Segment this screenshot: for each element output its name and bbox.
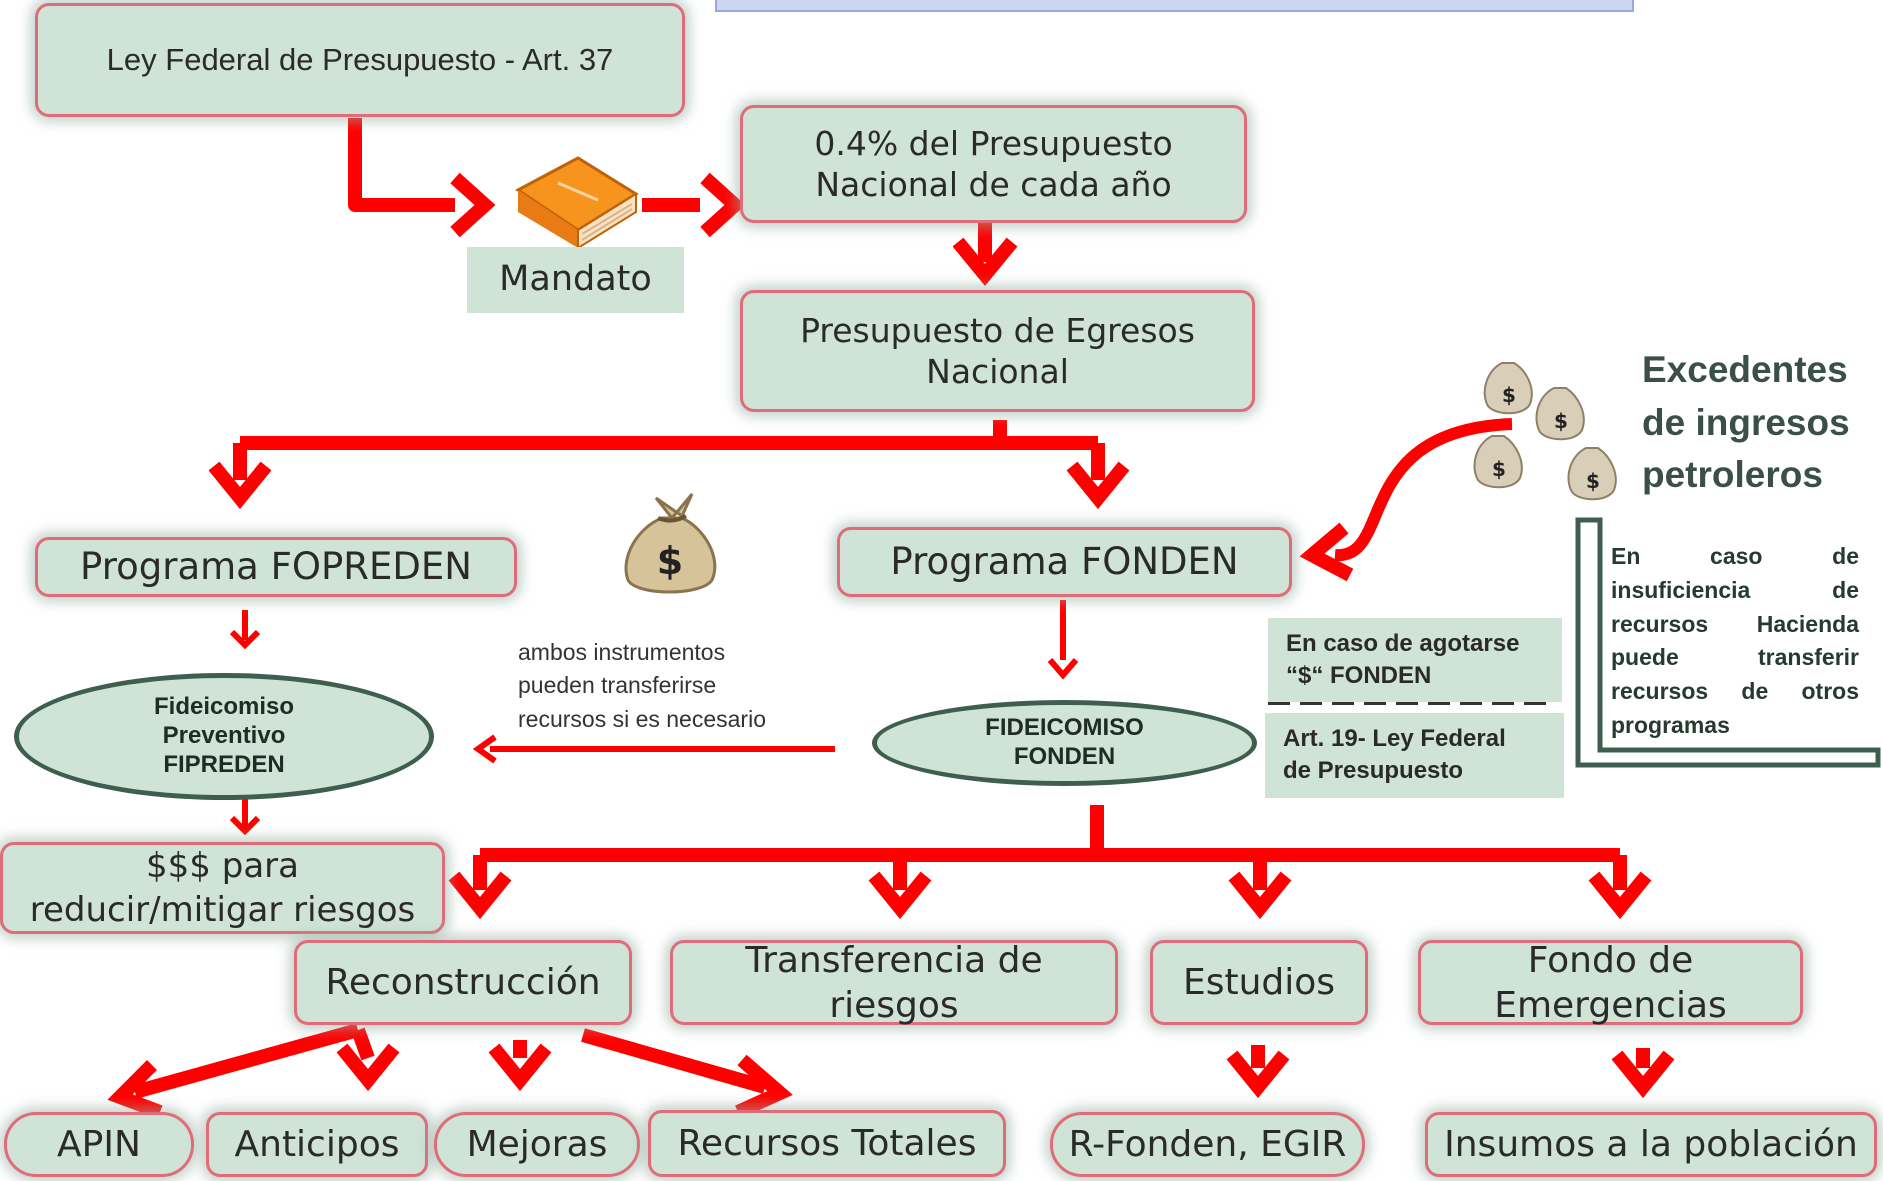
transfer-note: ambos instrumentos pueden transferirse r… xyxy=(518,639,766,732)
egresos-box: Presupuesto de Egresos Nacional xyxy=(740,290,1255,412)
excedentes-label: Excedentes de ingresos petroleros xyxy=(1642,349,1850,496)
rfonden-egir-box: R-Fonden, EGIR xyxy=(1050,1112,1365,1177)
arrowhead-fonden-program xyxy=(1047,658,1079,680)
fonden-program-box: Programa FONDEN xyxy=(837,527,1292,597)
arrow-fonden-to-fideicomiso xyxy=(473,805,1627,890)
arrowhead-fonden xyxy=(1066,461,1130,510)
arrow-egresos-split xyxy=(233,420,1105,480)
arrowhead-fipreden-small xyxy=(229,815,261,836)
ley-federal-box: Ley Federal de Presupuesto - Art. 37 xyxy=(35,3,685,117)
arrowhead-transfer-left xyxy=(472,734,497,764)
money-bags-cluster-icon: $ $ $ $ xyxy=(1462,348,1642,508)
fonden-trust-oval: FIDEICOMISO FONDEN xyxy=(872,700,1257,786)
apin-box: APIN xyxy=(4,1112,194,1177)
arrowhead-reconstruccion xyxy=(448,871,512,920)
svg-text:$: $ xyxy=(657,539,683,583)
agotarse-note: En caso de agotarse “$“ FONDEN xyxy=(1268,618,1562,702)
art19-note: Art. 19- Ley Federal de Presupuesto xyxy=(1265,713,1564,798)
mejoras-box: Mejoras xyxy=(434,1112,640,1177)
arrowhead-insumos xyxy=(1611,1050,1675,1099)
reconstruccion-box: Reconstrucción xyxy=(294,940,632,1025)
arrowhead-fopreden-small xyxy=(229,629,261,650)
arrowhead-fondo xyxy=(1588,871,1652,920)
arrowhead-mandato xyxy=(450,172,496,238)
arrowhead-transferencia xyxy=(868,871,932,920)
insumos-box: Insumos a la población xyxy=(1425,1112,1877,1177)
arrow-ley-to-mandato xyxy=(348,118,455,212)
money-bag-icon: $ xyxy=(612,488,730,600)
arrow-reconstruccion-branches xyxy=(133,1023,767,1099)
svg-text:$: $ xyxy=(1492,457,1506,481)
book-icon xyxy=(500,138,642,256)
svg-text:$: $ xyxy=(1554,409,1568,433)
estudios-box: Estudios xyxy=(1150,940,1368,1025)
fopreden-program-box: Programa FOPREDEN xyxy=(35,537,517,597)
arrowhead-mejoras xyxy=(488,1043,552,1092)
recursos-totales-box: Recursos Totales xyxy=(648,1110,1006,1177)
anticipos-box: Anticipos xyxy=(206,1112,428,1177)
risk-reduction-box: $$$ para reducir/mitigar riesgos xyxy=(0,842,445,934)
arrowhead-anticipos xyxy=(336,1043,400,1092)
top-banner xyxy=(715,0,1634,12)
arrowhead-rfonden xyxy=(1226,1050,1290,1099)
note-bracket xyxy=(1575,517,1881,768)
arrowhead-apin xyxy=(107,1060,163,1119)
percentage-box: 0.4% del Presupuesto Nacional de cada añ… xyxy=(740,105,1247,223)
arrow-excedentes-curve xyxy=(1334,418,1513,562)
insuficiencia-note: En caso de insuficiencia de recursos Hac… xyxy=(1611,543,1859,738)
fipreden-trust-oval: Fideicomiso Preventivo FIPREDEN xyxy=(14,673,434,800)
svg-text:$: $ xyxy=(1586,469,1600,493)
mandato-label: Mandato xyxy=(467,247,684,313)
arrowhead-excedentes xyxy=(1299,522,1354,582)
arrowhead-fopreden xyxy=(208,461,272,510)
arrowhead-percentage xyxy=(700,172,746,238)
fondo-emergencias-box: Fondo de Emergencias xyxy=(1418,940,1803,1026)
arrowhead-estudios xyxy=(1228,871,1292,920)
transferencia-box: Transferencia de riesgos xyxy=(670,940,1118,1026)
svg-text:$: $ xyxy=(1502,383,1516,407)
arrowhead-egresos xyxy=(952,237,1018,287)
arrowhead-recursos xyxy=(735,1054,793,1119)
